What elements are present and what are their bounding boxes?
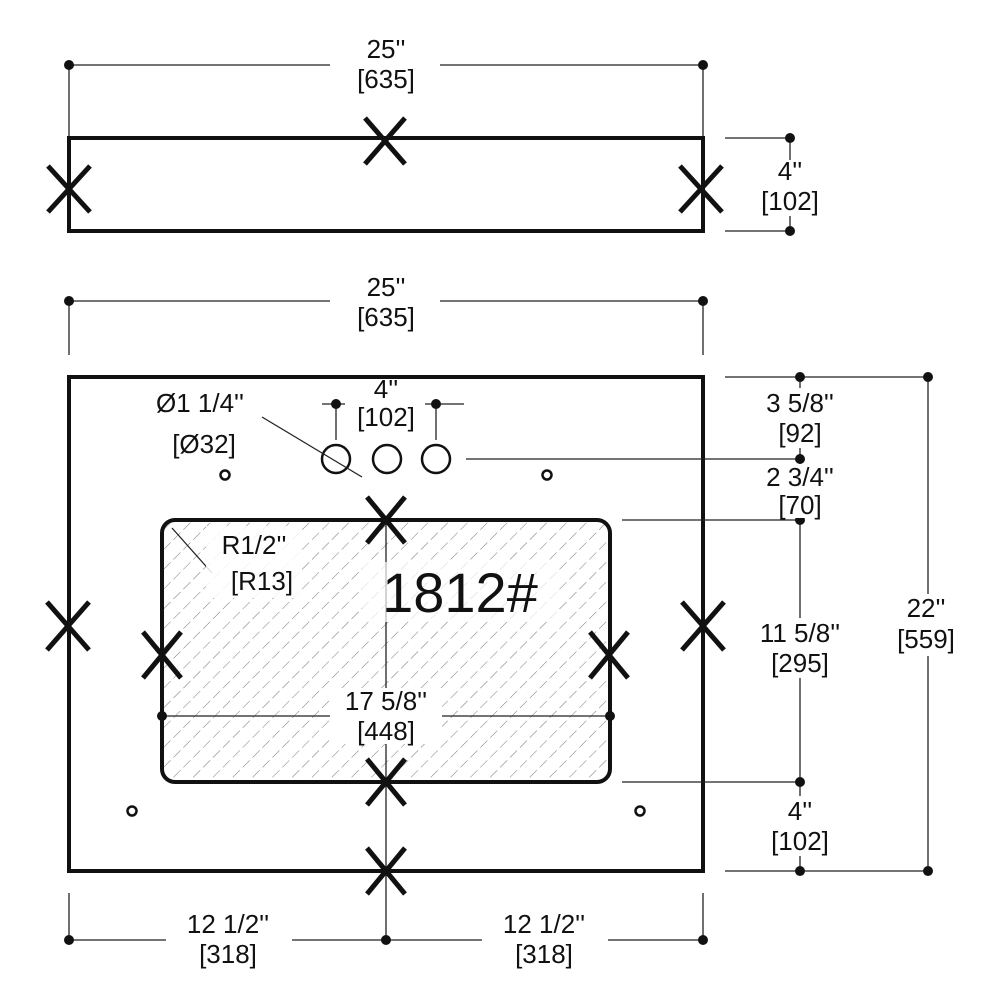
back-to-holes-mm: [92] (778, 418, 821, 448)
vanity-top-view: 25'' [635] 4'' [102] (45, 272, 976, 970)
backsplash-mark-center (363, 116, 407, 166)
right-half-in: 12 1/2'' (503, 909, 585, 939)
bowl-to-front-in: 4'' (788, 796, 812, 826)
back-to-holes-in: 3 5/8'' (766, 388, 834, 418)
bowl-to-front-mm: [102] (771, 826, 829, 856)
mount-hole (126, 805, 138, 817)
left-half-mm: [318] (199, 939, 257, 969)
bowl-width-dimension: 17 5/8'' [448] (157, 686, 615, 746)
faucet-hole-left (320, 443, 352, 475)
bottom-half-dimensions: 12 1/2'' [318] 12 1/2'' [318] (64, 893, 708, 970)
top-width-dimension: 25'' [635] (64, 272, 708, 355)
faucet-spread-in: 4'' (374, 374, 398, 404)
top-mark-left (45, 600, 91, 652)
bowl-mark-top (365, 495, 407, 545)
corner-radius-callout: R1/2'' [R13] (171, 526, 302, 598)
backsplash-mark-left (46, 164, 92, 214)
top-depth-in: 22'' (907, 593, 946, 623)
corner-radius-in: R1/2'' (222, 530, 287, 560)
hole-diameter-in: Ø1 1/4'' (156, 388, 244, 418)
top-depth-mm: [559] (897, 624, 955, 654)
top-width-in: 25'' (367, 272, 406, 302)
faucet-spread-dimension: 4'' [102] (322, 374, 464, 440)
backsplash-view: 25'' [635] 4'' [102] (46, 34, 835, 236)
backsplash-mark-right (678, 164, 724, 214)
faucet-hole-right (420, 443, 452, 475)
hole-diameter-callout: Ø1 1/4'' [Ø32] (156, 388, 363, 478)
bowl-width-mm: [448] (357, 716, 415, 746)
faucet-spread-mm: [102] (357, 402, 415, 432)
right-side-dimensions: 3 5/8'' [92] 2 3/4'' [70] 11 5/8'' [295]… (466, 372, 976, 876)
top-mark-right (680, 600, 726, 652)
holes-to-bowl-in: 2 3/4'' (766, 462, 834, 492)
bowl-width-in: 17 5/8'' (345, 686, 427, 716)
corner-radius-mm: [R13] (231, 566, 293, 596)
top-width-mm: [635] (357, 302, 415, 332)
bowl-depth-mm: [295] (771, 648, 829, 678)
backsplash-outline (67, 136, 705, 233)
backsplash-width-in: 25'' (367, 34, 406, 64)
mount-hole (634, 805, 646, 817)
mount-hole (219, 469, 231, 481)
left-half-in: 12 1/2'' (187, 909, 269, 939)
backsplash-height-dimension: 4'' [102] (725, 133, 835, 236)
bowl-depth-in: 11 5/8'' (760, 618, 840, 648)
holes-to-bowl-mm: [70] (778, 490, 821, 520)
backsplash-height-in: 4'' (778, 156, 802, 186)
model-number: 1812# (382, 561, 538, 624)
backsplash-width-dimension: 25'' [635] (64, 34, 708, 138)
faucet-hole-center (371, 443, 403, 475)
bowl-mark-bottom (365, 757, 407, 807)
right-half-mm: [318] (515, 939, 573, 969)
mount-hole (541, 469, 553, 481)
backsplash-height-mm: [102] (761, 186, 819, 216)
top-mark-bottom (365, 846, 407, 896)
hole-diameter-mm: [Ø32] (172, 429, 236, 459)
backsplash-width-mm: [635] (357, 64, 415, 94)
bowl-mark-left (141, 630, 183, 680)
bowl-mark-right (588, 630, 630, 680)
